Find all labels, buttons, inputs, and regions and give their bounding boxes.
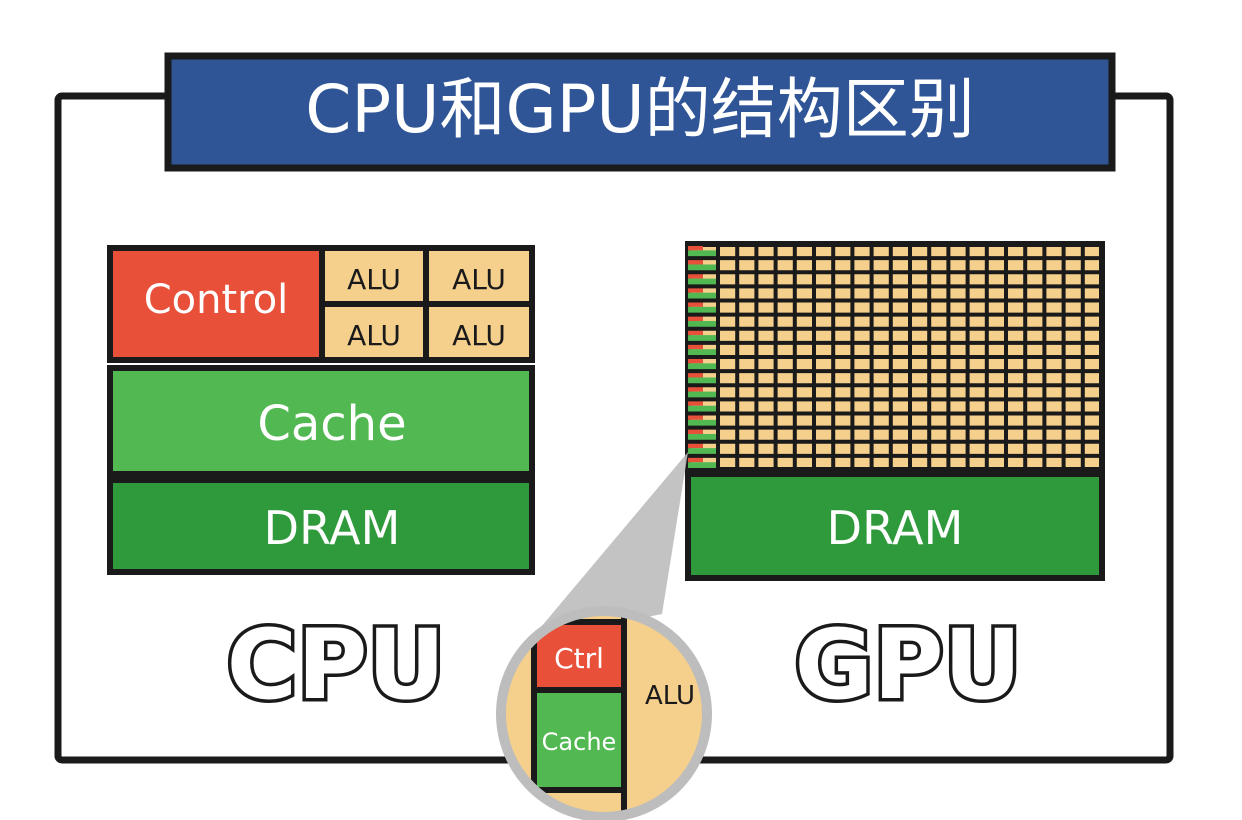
gpu-ctrl-cell — [688, 328, 703, 336]
gpu-cache-cell — [688, 391, 718, 400]
gpu-cache-cell — [688, 306, 718, 315]
gpu-ctrl-cell — [688, 244, 703, 251]
gpu-alu-grid — [688, 242, 1104, 472]
gpu-cache-cell — [688, 363, 718, 372]
gpu-cache-cell — [688, 448, 718, 456]
gpu-cache-cell — [688, 405, 718, 414]
gpu-ctrl-cell — [688, 427, 703, 434]
gpu-name-label: GPU — [794, 609, 1021, 721]
cpu-name-label: CPU — [227, 609, 446, 721]
cpu-alu-label: ALU — [347, 319, 401, 352]
gpu-cache-cell — [688, 433, 718, 442]
gpu-ctrl-cell — [688, 314, 703, 321]
gpu-diagram: DRAM GPU — [685, 241, 1105, 725]
zoom-alu-label: ALU — [645, 681, 695, 711]
gpu-cache-cell — [688, 349, 718, 357]
cpu-control-block — [107, 245, 325, 363]
gpu-ctrl-cell — [688, 455, 703, 463]
cpu-alu-label: ALU — [452, 263, 506, 296]
gpu-ctrl-cell — [688, 300, 703, 307]
gpu-cache-cell — [688, 335, 718, 343]
cpu-alu-label: ALU — [452, 319, 506, 352]
gpu-cache-cell — [688, 320, 718, 329]
gpu-ctrl-cell — [688, 371, 703, 378]
gpu-cache-cell — [688, 292, 718, 301]
cpu-diagram: Control ALU ALU ALU ALU Cache DRAM CPU — [107, 245, 535, 725]
gpu-control-cache-strip — [688, 244, 718, 470]
gpu-dram-block — [685, 471, 1105, 581]
cpu-control-label: Control — [144, 277, 289, 323]
gpu-ctrl-cell — [688, 258, 703, 265]
gpu-dram-label: DRAM — [827, 501, 964, 555]
gpu-cache-cell — [688, 264, 718, 273]
gpu-cache-cell — [688, 462, 718, 470]
cpu-cache-label: Cache — [257, 396, 406, 452]
cpu-alu-label: ALU — [347, 263, 401, 296]
gpu-cache-cell — [688, 377, 718, 386]
gpu-ctrl-cell — [688, 357, 703, 364]
zoom-pointer — [530, 452, 688, 640]
gpu-cache-cell — [688, 278, 718, 287]
title-banner: CPU和GPU的结构区别 — [164, 52, 1116, 172]
cpu-alu-block — [423, 301, 535, 363]
gpu-ctrl-cell — [688, 272, 703, 279]
gpu-ctrl-cell — [688, 399, 703, 406]
cpu-dram-block — [107, 477, 535, 575]
gpu-cache-cell — [688, 250, 718, 259]
gpu-ctrl-cell — [688, 286, 703, 293]
cpu-alu-block — [319, 301, 429, 363]
cpu-dram-label: DRAM — [264, 501, 401, 555]
gpu-cache-cell — [688, 419, 718, 428]
gpu-ctrl-cell — [688, 385, 703, 392]
zoom-ctrl-label: Ctrl — [554, 642, 604, 675]
gpu-ctrl-cell — [688, 413, 703, 420]
cpu-cache-block — [107, 365, 535, 477]
gpu-ctrl-cell — [688, 441, 703, 449]
gpu-ctrl-cell — [688, 342, 703, 350]
page-title: CPU和GPU的结构区别 — [305, 71, 974, 148]
zoom-cache-label: Cache — [542, 728, 617, 756]
